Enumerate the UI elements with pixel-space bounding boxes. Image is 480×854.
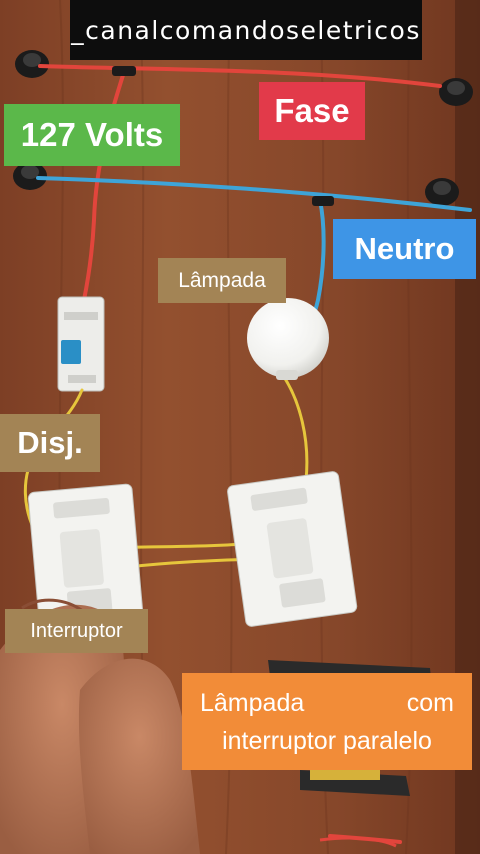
terminal-post-mid-left [13,162,47,190]
terminal-post-top-left [15,50,49,78]
neutro-label: Neutro [333,219,476,279]
lamp-bulb [247,298,329,380]
circuit-breaker [57,296,105,392]
voltage-label: 127 Volts [4,104,180,166]
caption-line-2: interruptor paralelo [222,726,432,755]
interruptor-label: Interruptor [5,609,148,653]
lampada-label: Lâmpada [158,258,286,303]
switch-plate-right [227,471,358,627]
caption-word-lampada: Lâmpada [200,688,305,717]
caption-word-com: com [406,688,454,717]
caption-label: Lâmpada com interruptor paralelo [182,673,472,770]
phase-splice [112,66,136,76]
channel-handle-label: _canalcomandoseletricos [70,0,422,60]
neutral-splice [312,196,334,206]
bottom-red-wire [319,836,397,848]
disjuntor-label: Disj. [0,414,100,472]
terminal-post-mid-right [425,178,459,206]
hands [0,598,200,854]
terminal-post-top-right [439,78,473,106]
fase-label: Fase [259,82,365,140]
